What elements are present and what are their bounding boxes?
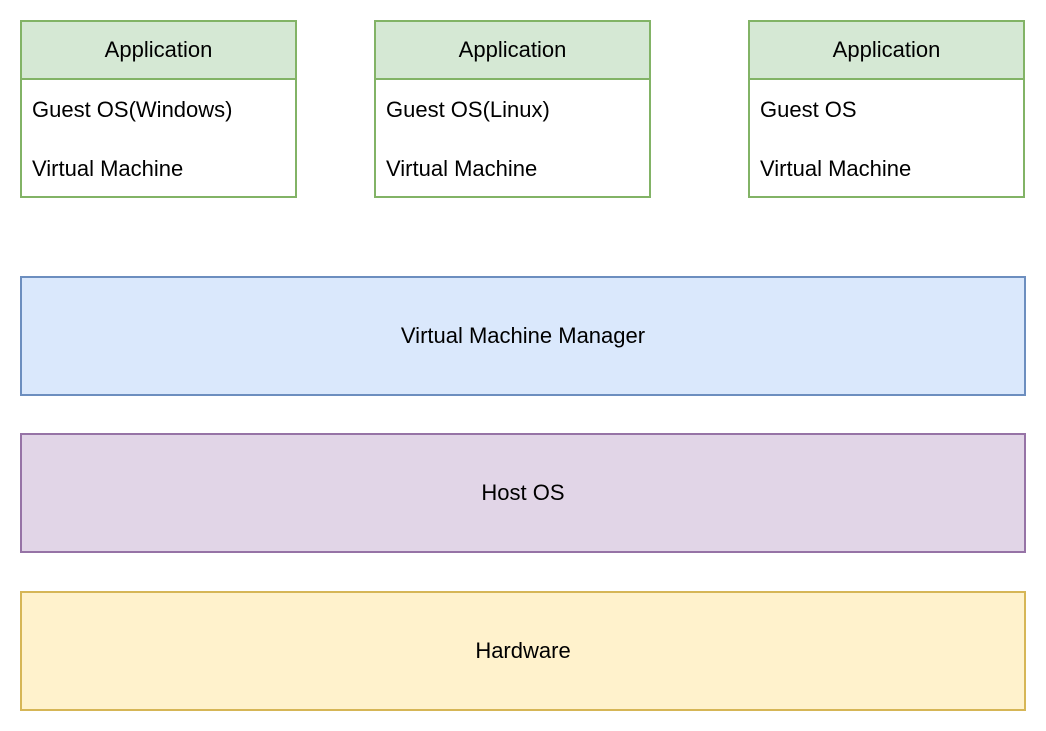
- host-os-layer: Host OS: [20, 433, 1026, 553]
- application-header: Application: [750, 22, 1023, 80]
- application-header: Application: [376, 22, 649, 80]
- application-header: Application: [22, 22, 295, 80]
- hardware-label: Hardware: [475, 638, 571, 663]
- host-os-label: Host OS: [481, 480, 565, 505]
- virtual-machine-box-generic: Application Guest OS Virtual Machine: [748, 20, 1025, 198]
- virtual-machine-box-windows: Application Guest OS(Windows) Virtual Ma…: [20, 20, 297, 198]
- guest-os-label: Guest OS(Windows): [32, 96, 233, 122]
- virtual-machine-manager-label: Virtual Machine Manager: [400, 323, 646, 348]
- guest-os-label: Guest OS(Linux): [386, 96, 550, 122]
- virtual-machine-label: Virtual Machine: [32, 155, 184, 181]
- virtual-machine-label: Virtual Machine: [386, 155, 538, 181]
- virtual-machine-manager-layer: Virtual Machine Manager: [20, 276, 1026, 396]
- virtual-machine-box-linux: Application Guest OS(Linux) Virtual Mach…: [374, 20, 651, 198]
- guest-os-label: Guest OS: [760, 96, 857, 122]
- hardware-layer: Hardware: [20, 591, 1026, 711]
- virtual-machine-label: Virtual Machine: [760, 155, 912, 181]
